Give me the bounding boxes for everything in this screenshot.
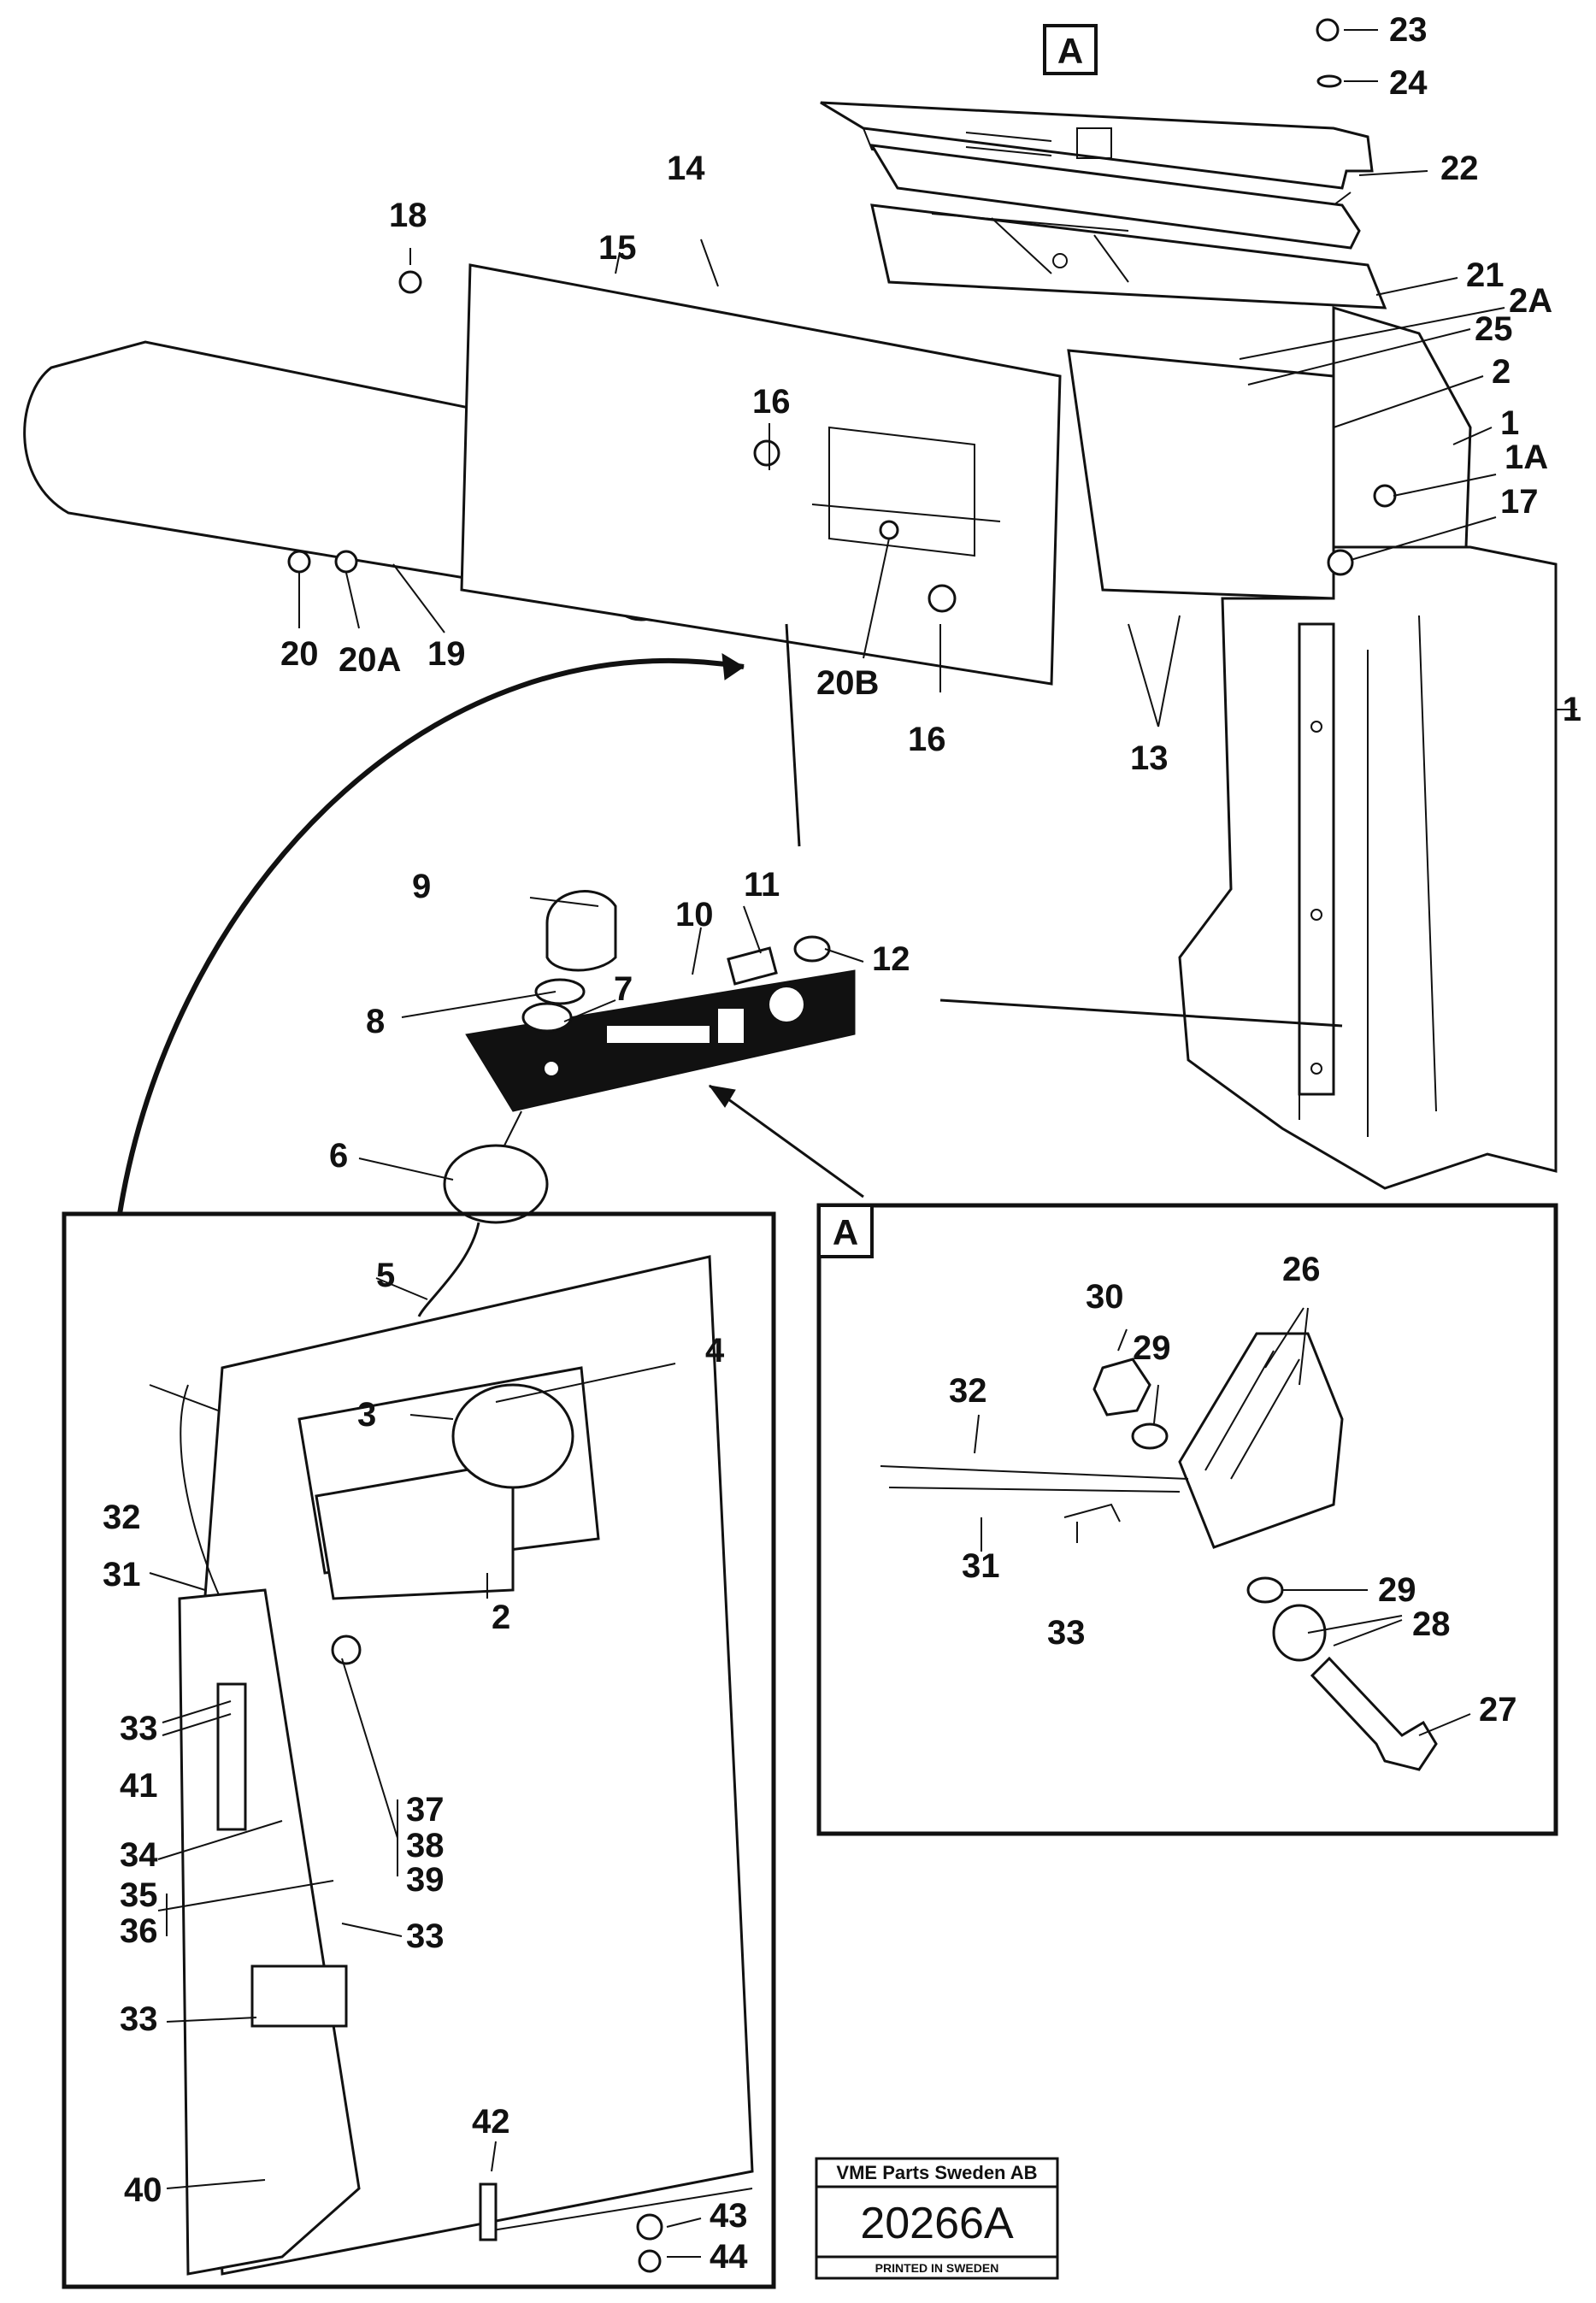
callout-37: 37 (406, 1791, 445, 1829)
callout-3: 3 (357, 1396, 376, 1434)
callout-22: 22 (1440, 150, 1479, 187)
callout-29-upper: 29 (1133, 1329, 1171, 1367)
callout-33-c: 33 (120, 2000, 158, 2038)
parts-stamp: VME Parts Sweden AB 20266A PRINTED IN SW… (815, 2157, 1059, 2280)
callout-39: 39 (406, 1861, 445, 1899)
callout-20: 20 (280, 635, 319, 673)
callout-21: 21 (1466, 256, 1505, 294)
callout-4: 4 (705, 1332, 725, 1369)
fan-switch (417, 1110, 549, 1317)
leader-panel-to-plate (708, 623, 1343, 1199)
callout-41: 41 (120, 1767, 158, 1805)
inset-frame-detail-a: A (816, 1203, 1558, 1836)
callout-27: 27 (1479, 1691, 1517, 1729)
callout-29-lower: 29 (1378, 1571, 1416, 1609)
stamp-company: VME Parts Sweden AB (836, 2162, 1037, 2183)
leader-lines (149, 29, 1577, 2258)
callout-13: 13 (1130, 739, 1169, 777)
upper-bracket (870, 203, 1387, 309)
callout-32-detail: 32 (949, 1372, 987, 1410)
control-plate (465, 935, 856, 1112)
front-panel (460, 263, 1062, 686)
callout-2-inset: 2 (492, 1599, 510, 1636)
callout-17: 17 (1500, 483, 1539, 521)
callout-26: 26 (1282, 1251, 1321, 1288)
callout-10: 10 (675, 896, 714, 934)
callout-38: 38 (406, 1827, 445, 1864)
top-cover-plate (820, 101, 1374, 250)
callout-6: 6 (329, 1137, 348, 1175)
callout-32-inset: 32 (103, 1499, 141, 1536)
callout-labels: 23 24 22 21 2A 25 2 1 1A 17 1 14 15 18 1… (103, 11, 1581, 2276)
callout-31-detail: 31 (962, 1547, 1000, 1585)
callout-7: 7 (614, 970, 633, 1008)
callout-2A-top: 2A (1509, 282, 1552, 320)
callout-31-inset: 31 (103, 1556, 141, 1593)
stamp-number: 20266A (860, 2199, 1014, 2248)
callout-23: 23 (1389, 11, 1428, 49)
callout-33-detail: 33 (1047, 1614, 1086, 1652)
callout-33-a: 33 (120, 1710, 158, 1747)
callout-34: 34 (120, 1836, 158, 1874)
callout-1A: 1A (1505, 439, 1548, 476)
callout-33-b: 33 (406, 1917, 445, 1955)
heater-housing (1067, 305, 1558, 1190)
detail-ref-top-label: A (1057, 31, 1083, 71)
stamp-footer: PRINTED IN SWEDEN (875, 2261, 999, 2275)
callout-1-side: 1 (1563, 691, 1581, 728)
callout-1-top: 1 (1500, 404, 1519, 442)
knob-assembly (521, 890, 617, 1033)
detail-ref-box-top: A (1043, 24, 1098, 75)
callout-16-lower: 16 (908, 721, 946, 758)
callout-5: 5 (376, 1257, 395, 1294)
callout-8: 8 (366, 1003, 385, 1040)
callout-30: 30 (1086, 1278, 1124, 1316)
detail-ref-inset-label: A (833, 1212, 858, 1252)
callout-19: 19 (427, 635, 466, 673)
callout-20A: 20A (339, 641, 401, 679)
callout-43: 43 (710, 2197, 748, 2235)
inset-frame-left (62, 1211, 776, 2289)
callout-9: 9 (412, 868, 431, 905)
callout-44: 44 (710, 2238, 748, 2276)
callout-35: 35 (120, 1876, 158, 1914)
callout-20B: 20B (816, 664, 879, 702)
callout-25: 25 (1475, 310, 1513, 348)
callout-28: 28 (1412, 1605, 1451, 1643)
callout-2-top: 2 (1492, 353, 1511, 391)
callout-11: 11 (744, 866, 780, 904)
callout-14: 14 (667, 150, 705, 187)
connector-arrow-curve (117, 653, 745, 1215)
callout-12: 12 (872, 940, 910, 978)
callout-18: 18 (389, 197, 427, 234)
callout-40: 40 (124, 2171, 162, 2209)
callout-24: 24 (1389, 64, 1428, 102)
callout-36: 36 (120, 1912, 158, 1950)
callout-15: 15 (598, 229, 637, 267)
callout-16-upper: 16 (752, 383, 791, 421)
callout-42: 42 (472, 2103, 510, 2141)
